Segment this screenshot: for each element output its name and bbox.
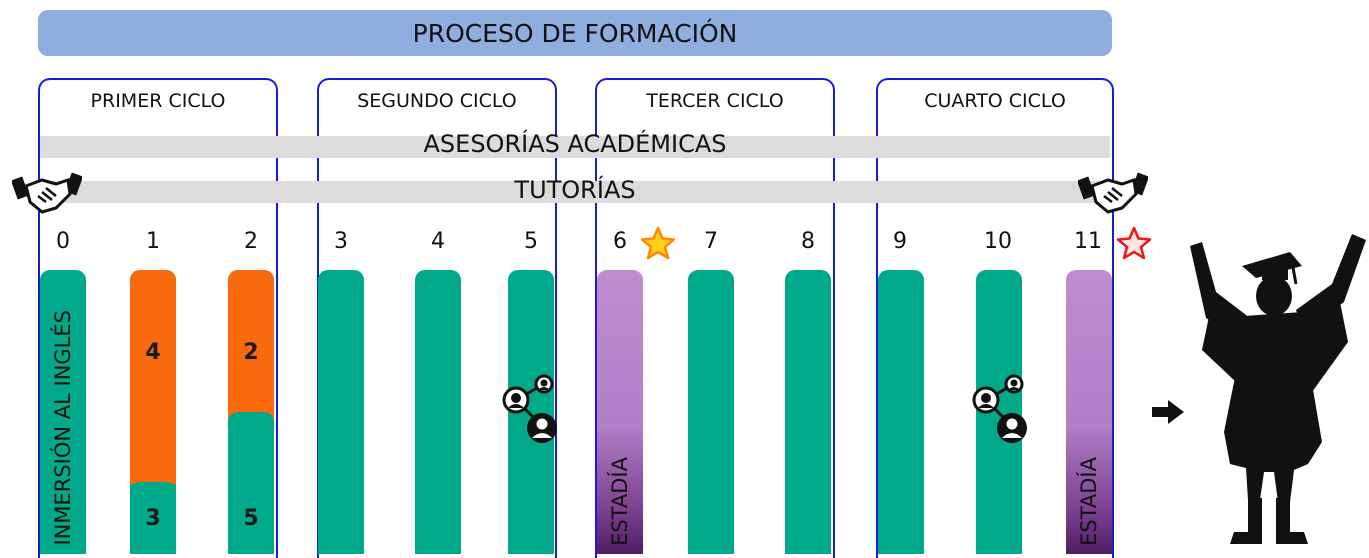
band-tutorias-label: TUTORÍAS: [514, 176, 636, 204]
banner-title: PROCESO DE FORMACIÓN: [38, 10, 1112, 56]
arrow-right-icon: [1152, 400, 1184, 424]
bar-term-2: 2 5: [228, 270, 274, 554]
bar-term-3: [318, 270, 364, 554]
bar-term-8: [785, 270, 831, 554]
cycle-label-2: SEGUNDO CICLO: [357, 90, 517, 112]
term-number: 6: [613, 229, 627, 254]
star-icon-yellow: [640, 226, 676, 260]
banner-title-text: PROCESO DE FORMACIÓN: [412, 18, 738, 48]
cycle-label-4: CUARTO CICLO: [924, 90, 1066, 112]
term-number: 2: [244, 229, 258, 254]
bar-value-top: 4: [145, 340, 161, 365]
cycle-frame-3: [595, 78, 835, 558]
bar-value-bottom: 5: [243, 506, 259, 531]
term-number: 5: [524, 229, 538, 254]
term-number: 9: [893, 229, 907, 254]
term-number: 4: [431, 229, 445, 254]
bar-term-7: [688, 270, 734, 554]
bar-value-top: 2: [243, 340, 259, 365]
bar-label-estadia: ESTADÍA: [608, 457, 632, 546]
bar-term-6: ESTADÍA: [597, 270, 643, 554]
bar-term-1: 4 3: [130, 270, 176, 554]
bar-label-estadia: ESTADÍA: [1077, 457, 1101, 546]
bar-segment-orange: [130, 270, 176, 484]
bar-label-inmersion: INMERSIÓN AL INGLÉS: [51, 310, 75, 546]
bar-value-bottom: 3: [145, 506, 161, 531]
term-number: 7: [704, 229, 718, 254]
bar-term-0: INMERSIÓN AL INGLÉS: [40, 270, 86, 554]
bar-segment-teal: [228, 412, 274, 554]
cycle-frame-1: [38, 78, 278, 558]
term-number: 0: [56, 229, 70, 254]
graduate-icon: [1190, 234, 1366, 544]
bar-term-4: [415, 270, 461, 554]
term-number: 1: [146, 229, 160, 254]
bar-term-9: [878, 270, 924, 554]
bar-segment-teal: [130, 482, 176, 554]
term-number: 8: [801, 229, 815, 254]
band-tutorias: [40, 181, 1110, 203]
term-number: 11: [1074, 229, 1102, 254]
star-icon-red: [1116, 226, 1152, 260]
handshake-icon: [1078, 172, 1148, 214]
handshake-icon: [12, 172, 82, 214]
band-asesorias-label: ASESORÍAS ACADÉMICAS: [423, 130, 727, 158]
cycle-label-1: PRIMER CICLO: [90, 90, 226, 112]
cycle-label-3: TERCER CICLO: [646, 90, 784, 112]
cycle-frame-4: [876, 78, 1114, 558]
band-asesorias: [40, 136, 1110, 158]
bar-segment-orange: [228, 270, 274, 420]
bar-term-11: ESTADÍA: [1066, 270, 1112, 554]
term-number: 10: [984, 229, 1012, 254]
term-number: 3: [334, 229, 348, 254]
network-icon: [972, 374, 1027, 443]
network-icon: [502, 374, 557, 443]
